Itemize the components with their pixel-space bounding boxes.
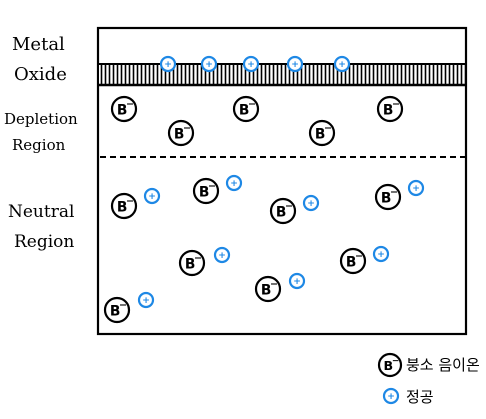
ion-charge: − bbox=[270, 279, 278, 290]
neutral-hole: + bbox=[213, 246, 231, 264]
ion-symbol: B bbox=[110, 303, 121, 319]
ion-symbol: B bbox=[384, 358, 394, 373]
neutral-hole: + bbox=[225, 174, 243, 192]
ion-charge: − bbox=[126, 196, 134, 207]
oxide-hole: + bbox=[242, 55, 260, 73]
neutral-ion: B− bbox=[103, 296, 131, 324]
oxide-layer bbox=[99, 64, 465, 84]
ion-charge: − bbox=[285, 201, 293, 212]
neutral-ion: B− bbox=[192, 177, 220, 205]
depletion-ion: B− bbox=[308, 119, 336, 147]
ion-symbol: B bbox=[239, 102, 250, 118]
ion-symbol: B bbox=[261, 282, 272, 298]
hole-symbol: + bbox=[412, 184, 420, 194]
ion-symbol: B bbox=[199, 184, 210, 200]
ion-symbol: B bbox=[383, 102, 394, 118]
ion-charge: − bbox=[392, 99, 400, 110]
hole-symbol: + bbox=[377, 250, 385, 260]
neutral-hole: + bbox=[302, 194, 320, 212]
neutral-hole: + bbox=[407, 179, 425, 197]
neutral-hole: + bbox=[288, 272, 306, 290]
hole-symbol: + bbox=[291, 60, 299, 70]
hole-symbol: + bbox=[148, 192, 156, 202]
ion-charge: − bbox=[208, 181, 216, 192]
legend-hole-icon: + bbox=[382, 387, 400, 405]
oxide-hole: + bbox=[200, 55, 218, 73]
legend-hole-symbol: + bbox=[382, 387, 400, 405]
depletion-ion: B− bbox=[376, 95, 404, 123]
oxide-hole: + bbox=[333, 55, 351, 73]
depletion-ion: B− bbox=[110, 95, 138, 123]
legend-ion-icon: B− bbox=[377, 352, 403, 378]
ion-charge: − bbox=[194, 253, 202, 264]
ion-charge: − bbox=[126, 99, 134, 110]
ion-symbol: B bbox=[174, 126, 185, 142]
hole-symbol: + bbox=[164, 60, 172, 70]
hole-symbol: + bbox=[293, 277, 301, 287]
ion-symbol: B bbox=[276, 204, 287, 220]
ion-charge: − bbox=[324, 123, 332, 134]
hole-symbol: + bbox=[307, 199, 315, 209]
ion-charge: − bbox=[183, 123, 191, 134]
depletion-ion: B− bbox=[167, 119, 195, 147]
oxide-hole: + bbox=[286, 55, 304, 73]
ion-charge: − bbox=[119, 300, 127, 311]
hole-symbol: + bbox=[218, 251, 226, 261]
hole-symbol: + bbox=[247, 60, 255, 70]
neutral-ion: B− bbox=[374, 183, 402, 211]
neutral-ion: B− bbox=[254, 275, 282, 303]
legend-hole-label: 정공 bbox=[406, 388, 434, 406]
neutral-ion: B− bbox=[339, 247, 367, 275]
neutral-hole: + bbox=[143, 187, 161, 205]
ion-symbol: B bbox=[381, 190, 392, 206]
neutral-region-label-line1: Neutral bbox=[8, 202, 74, 222]
neutral-hole: + bbox=[137, 291, 155, 309]
ion-symbol: B bbox=[315, 126, 326, 142]
depletion-region-label-line2: Region bbox=[12, 136, 66, 154]
oxide-hole: + bbox=[159, 55, 177, 73]
ion-symbol: B bbox=[185, 256, 196, 272]
neutral-ion: B− bbox=[178, 249, 206, 277]
hole-symbol: + bbox=[387, 392, 395, 402]
ion-charge: − bbox=[390, 187, 398, 198]
neutral-hole: + bbox=[372, 245, 390, 263]
legend-ion-symbol: B− bbox=[377, 352, 403, 378]
neutral-ion: B− bbox=[110, 192, 138, 220]
ion-charge: − bbox=[248, 99, 256, 110]
metal-oxide-label-line2: Oxide bbox=[14, 64, 67, 85]
legend-ion-label: 붕소 음이온 bbox=[406, 356, 480, 374]
ion-charge: − bbox=[392, 356, 399, 366]
neutral-ion: B− bbox=[269, 197, 297, 225]
ion-symbol: B bbox=[117, 102, 128, 118]
ion-symbol: B bbox=[117, 199, 128, 215]
ion-symbol: B bbox=[346, 254, 357, 270]
ion-charge: − bbox=[355, 251, 363, 262]
metal-oxide-label-line1: Metal bbox=[12, 34, 65, 55]
hole-symbol: + bbox=[338, 60, 346, 70]
hole-symbol: + bbox=[205, 60, 213, 70]
hole-symbol: + bbox=[230, 179, 238, 189]
depletion-ion: B− bbox=[232, 95, 260, 123]
legend: B− 붕소 음이온 + 정공 bbox=[377, 352, 480, 406]
depletion-region-label-line1: Depletion bbox=[4, 110, 78, 128]
device-outline bbox=[96, 26, 468, 336]
hole-symbol: + bbox=[142, 296, 150, 306]
neutral-region-label-line2: Region bbox=[14, 232, 74, 252]
